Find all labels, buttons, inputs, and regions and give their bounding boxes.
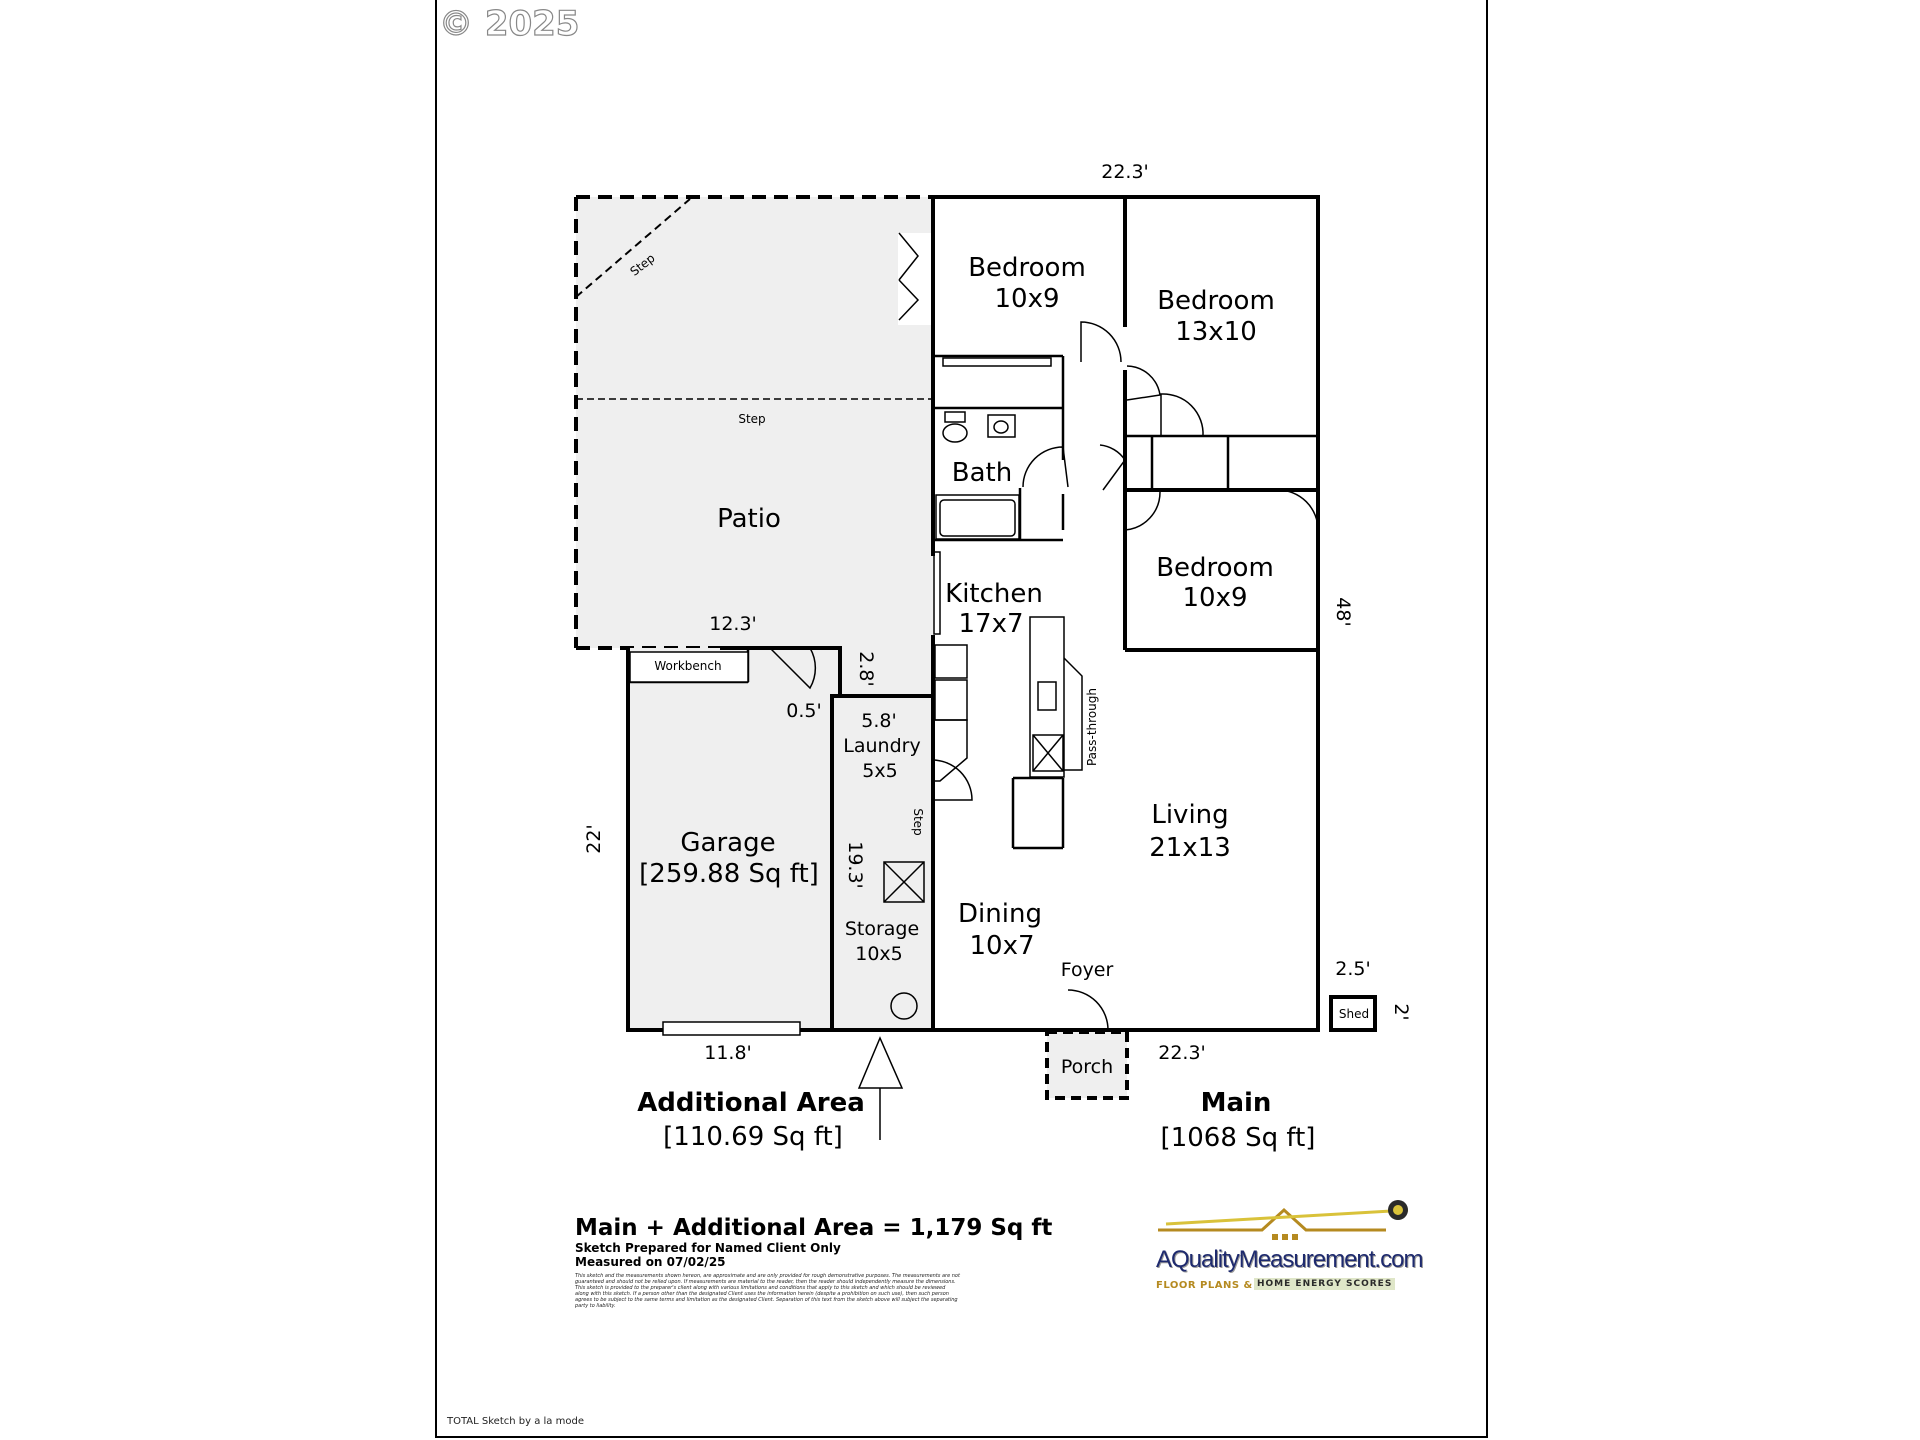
dining-name: Dining xyxy=(958,899,1042,929)
patio-area xyxy=(574,195,933,650)
logo-tagline: FLOOR PLANS & xyxy=(1156,1280,1253,1291)
dim-offset: 0.5' xyxy=(786,700,821,722)
dim-top: 22.3' xyxy=(1101,161,1149,183)
patio-name: Patio xyxy=(717,504,781,534)
patio-step-label: Step xyxy=(738,412,765,426)
fixtures xyxy=(629,357,1377,1036)
dim-right: 48' xyxy=(1332,597,1354,626)
workbench-label: Workbench xyxy=(654,659,721,673)
main-area-value: [1068 Sq ft] xyxy=(1161,1123,1316,1153)
living-name: Living xyxy=(1151,800,1228,830)
total-area: Main + Additional Area = 1,179 Sq ft xyxy=(575,1215,1053,1241)
dim-main-bottom: 22.3' xyxy=(1158,1042,1206,1064)
garage-area-label: [259.88 Sq ft] xyxy=(639,859,819,889)
garage-name: Garage xyxy=(680,828,775,858)
measured-date: Measured on 07/02/25 xyxy=(575,1255,726,1269)
living-size: 21x13 xyxy=(1149,833,1231,863)
storage-size: 10x5 xyxy=(855,943,903,965)
dim-garage-height: 22' xyxy=(583,824,605,853)
laundry-name: Laundry xyxy=(843,735,920,757)
main-area-title: Main xyxy=(1201,1088,1272,1118)
dining-size: 10x7 xyxy=(969,931,1034,961)
bedroom1-name: Bedroom xyxy=(968,253,1086,283)
software-credit: TOTAL Sketch by a la mode xyxy=(447,1416,584,1427)
kitchen-size: 17x7 xyxy=(958,609,1023,639)
dim-patio-step-height: 2.8' xyxy=(855,651,877,686)
dim-garage-bottom: 11.8' xyxy=(704,1042,752,1064)
prepared-for: Sketch Prepared for Named Client Only xyxy=(575,1241,841,1255)
bedroom3-name: Bedroom xyxy=(1156,553,1274,583)
walls xyxy=(626,195,1320,1032)
bath-name: Bath xyxy=(952,458,1012,488)
drawing-sheet xyxy=(435,0,1488,1438)
interior-walls xyxy=(628,354,1318,850)
logo-energy-badge: HOME ENERGY SCORES xyxy=(1254,1278,1396,1290)
dim-shed-width: 2.5' xyxy=(1335,958,1370,980)
bedroom2-size: 13x10 xyxy=(1175,317,1257,347)
laundry-step-label: Step xyxy=(911,808,925,835)
dim-laundry-width: 5.8' xyxy=(861,710,896,732)
bedroom2-name: Bedroom xyxy=(1157,286,1275,316)
garage-area xyxy=(628,648,933,1028)
pass-through-label: Pass-through xyxy=(1085,688,1099,766)
kitchen-name: Kitchen xyxy=(945,579,1043,609)
logo-brand-text: AQualityMeasurement.com xyxy=(1156,1246,1423,1273)
area-summary: Main + Additional Area = 1,179 Sq ft Ske… xyxy=(575,1215,1052,1309)
entry-arrow-icon xyxy=(857,1036,904,1140)
foyer-name: Foyer xyxy=(1061,959,1114,981)
additional-area-value: [110.69 Sq ft] xyxy=(663,1122,843,1152)
storage-name: Storage xyxy=(845,918,919,940)
copyright-watermark: © 2025 xyxy=(438,3,580,44)
bedroom3-size: 10x9 xyxy=(1182,583,1247,613)
house-roof-icon xyxy=(1158,1200,1409,1240)
dim-patio-bottom: 12.3' xyxy=(709,613,757,635)
bedroom1-size: 10x9 xyxy=(994,284,1059,314)
disclaimer-text: This sketch and the measurements shown h… xyxy=(575,1273,960,1309)
dim-shed-height: 2' xyxy=(1390,1003,1412,1020)
company-logo: AQualityMeasurement.com FLOOR PLANS & HO… xyxy=(1156,1198,1423,1308)
porch-name: Porch xyxy=(1061,1056,1113,1078)
doors xyxy=(769,232,1319,1031)
dim-storage-height: 19.3' xyxy=(844,841,866,889)
shed-name: Shed xyxy=(1339,1007,1369,1021)
additional-area-title: Additional Area xyxy=(637,1088,865,1118)
laundry-size: 5x5 xyxy=(862,760,897,782)
